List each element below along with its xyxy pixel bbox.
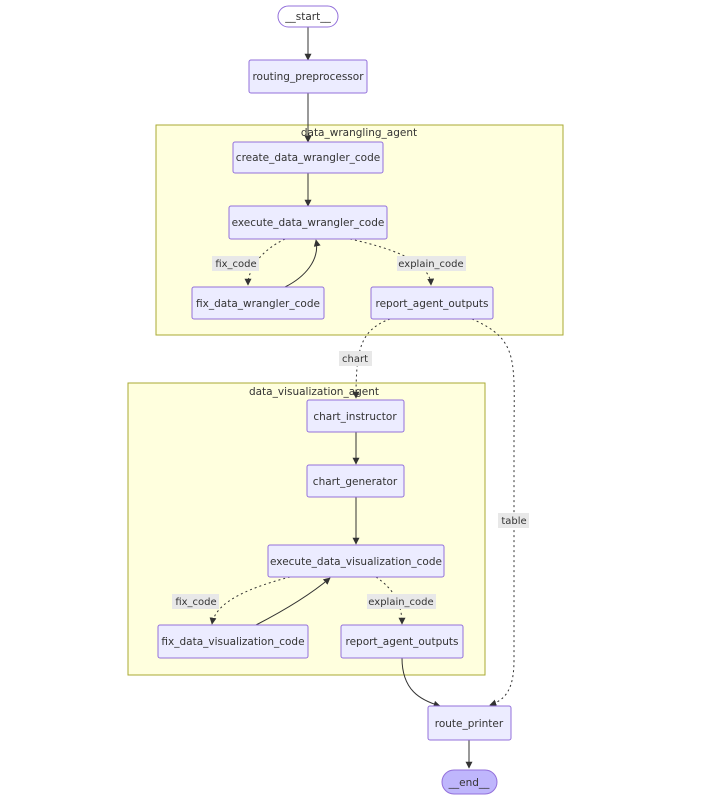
edge-label-explain-code-2: explain_code [367,594,436,609]
edge-report-to-route-printer [471,318,515,707]
edge-label-text: chart [342,354,368,365]
node-label: __start__ [284,11,331,23]
edge-label-text: fix_code [215,259,256,270]
edge-label-text: fix_code [175,597,216,608]
node-report-agent-outputs-wrangling[interactable]: report_agent_outputs [370,286,494,320]
edge-fix-to-execute [284,239,321,288]
node-start[interactable]: __start__ [277,5,339,28]
node-label: __end__ [448,777,491,789]
edge-execute-vis-to-report [375,576,406,625]
edge-execute-to-fix [244,238,286,286]
node-label: chart_instructor [313,411,397,423]
node-report-agent-outputs-visualization[interactable]: report_agent_outputs [340,624,464,659]
edge-fix-vis-to-execute [255,577,331,626]
edge-label-text: table [501,516,526,527]
edge-label-fix-code-1: fix_code [212,256,259,271]
edge-label-explain-code-1: explain_code [397,256,466,271]
node-chart-instructor[interactable]: chart_instructor [306,399,405,433]
node-create-data-wrangler-code[interactable]: create_data_wrangler_code [232,141,384,174]
edges [209,27,515,769]
node-label: execute_data_visualization_code [270,556,442,568]
node-label: execute_data_wrangler_code [232,217,385,229]
edge-report-vis-to-route-printer [401,657,441,708]
node-fix-data-wrangler-code[interactable]: fix_data_wrangler_code [191,286,325,320]
node-label: chart_generator [313,476,398,488]
node-chart-generator[interactable]: chart_generator [306,464,405,498]
cluster-label-visualization: data_visualization_agent [249,386,379,398]
edge-label-chart: chart [339,351,372,366]
node-label: fix_data_wrangler_code [196,298,320,310]
cluster-label-wrangling: data_wrangling_agent [301,127,417,139]
node-execute-data-wrangler-code[interactable]: execute_data_wrangler_code [228,205,388,240]
node-label: route_printer [435,718,504,730]
node-label: report_agent_outputs [375,298,488,310]
node-label: fix_data_visualization_code [161,636,304,648]
edge-execute-vis-to-fix [209,576,291,625]
node-label: create_data_wrangler_code [236,152,380,164]
edge-label-fix-code-2: fix_code [172,594,219,609]
node-end[interactable]: __end__ [441,769,498,795]
node-fix-data-visualization-code[interactable]: fix_data_visualization_code [157,624,309,659]
node-label: report_agent_outputs [345,636,458,648]
node-label: routing_preprocessor [252,71,364,83]
edge-label-table: table [498,513,529,528]
node-execute-data-visualization-code[interactable]: execute_data_visualization_code [267,544,445,578]
node-route-printer[interactable]: route_printer [427,705,512,741]
node-routing-preprocessor[interactable]: routing_preprocessor [248,59,368,94]
edge-label-text: explain_code [398,259,463,270]
edge-label-text: explain_code [368,597,433,608]
